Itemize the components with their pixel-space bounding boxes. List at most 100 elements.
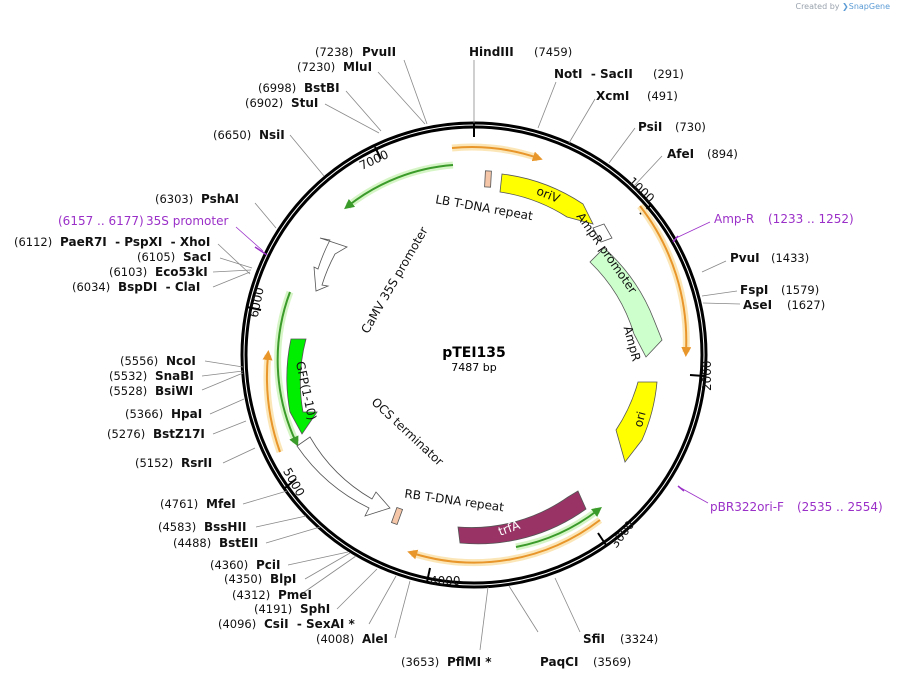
enzyme-name[interactable]: SfiI — [583, 632, 605, 646]
enzyme-name[interactable]: PaqCI — [540, 655, 578, 669]
plasmid-name: pTEI135 — [442, 345, 506, 361]
snapgene-credit: Created by ❯SnapGene — [795, 2, 890, 11]
credit-brand: SnapGene — [848, 2, 890, 11]
enzyme-pos: (4096) — [218, 617, 256, 631]
enzyme-pos: (7230) — [297, 60, 335, 74]
feature-RB[interactable] — [390, 506, 404, 526]
enzyme-pos: (5276) — [107, 427, 145, 441]
enzyme-leader-lines — [201, 59, 741, 651]
enzyme-name[interactable]: SphI — [300, 602, 330, 616]
primer-pBR-range[interactable]: (2535 .. 2554) — [797, 500, 883, 514]
enzyme-name[interactable]: PmeI — [278, 588, 312, 602]
feature-ori[interactable] — [615, 381, 658, 463]
enzyme-pos: (7238) — [315, 45, 353, 59]
enzyme-name[interactable]: AfeI — [667, 147, 694, 161]
enzyme-pos: (4583) — [158, 520, 196, 534]
enzyme-name[interactable]: PsiI — [638, 120, 662, 134]
enzyme-labels: (7238) PvuII (7230) MluI (6998) BstBI (6… — [14, 45, 825, 669]
enzyme-name[interactable]: BstEII — [219, 536, 258, 550]
primer-pBR-name[interactable]: pBR322ori-F — [710, 500, 784, 514]
feature-ori-label: ori — [631, 410, 649, 429]
enzyme-pos: (894) — [707, 147, 738, 161]
enzyme-pos: (3653) — [401, 655, 439, 669]
enzyme-pos: (491) — [647, 89, 678, 103]
enzyme-name[interactable]: PshAI — [201, 192, 239, 206]
enzyme-name[interactable]: AseI — [743, 298, 772, 312]
enzyme-name[interactable]: NcoI — [166, 354, 196, 368]
feature-AmpR-promoter-arrow[interactable] — [592, 223, 613, 243]
enzyme-pos: (5528) — [109, 384, 147, 398]
enzyme-name[interactable]: Eco53kI — [155, 265, 208, 279]
enzyme-name[interactable]: StuI — [291, 96, 318, 110]
enzyme-pos: (6034) — [72, 280, 110, 294]
enzyme-name[interactable]: HpaI — [171, 407, 202, 421]
feature-AmpR[interactable] — [589, 247, 663, 358]
enzyme-name[interactable]: PciI — [256, 558, 281, 572]
enzyme-pos: (6105) — [137, 250, 175, 264]
enzyme-pos: (7459) — [534, 45, 572, 59]
primer-35S-range[interactable]: (6157 .. 6177) — [58, 214, 144, 228]
enzyme-name[interactable]: CsiI - SexAI * — [264, 617, 355, 631]
tick-2000: 2000 — [700, 360, 714, 391]
feature-LB[interactable] — [484, 170, 492, 188]
primer-35S-name[interactable]: 35S promoter — [146, 214, 228, 228]
enzyme-name[interactable]: BstZ17I — [153, 427, 205, 441]
enzyme-pos: (4191) — [254, 602, 292, 616]
enzyme-name[interactable]: MluI — [343, 60, 372, 74]
tick-6000: 6000 — [247, 286, 267, 319]
enzyme-name[interactable]: PvuI — [730, 251, 760, 265]
enzyme-pos: (1627) — [787, 298, 825, 312]
enzyme-pos: (4350) — [224, 572, 262, 586]
orf-arcs — [262, 143, 692, 567]
feature-CaMV35S-label: CaMV 35S promoter — [358, 224, 430, 335]
enzyme-name[interactable]: FspI — [740, 283, 768, 297]
enzyme-pos: (6902) — [245, 96, 283, 110]
enzyme-name[interactable]: BspDI - ClaI — [118, 280, 200, 294]
enzyme-name[interactable]: XcmI — [596, 89, 629, 103]
enzyme-name[interactable]: BstBI — [304, 81, 340, 95]
enzyme-name[interactable]: BsiWI — [155, 384, 193, 398]
enzyme-pos: (6303) — [155, 192, 193, 206]
credit-prefix: Created by — [795, 2, 840, 11]
primer-markers — [254, 235, 685, 492]
enzyme-name[interactable]: NotI - SacII — [554, 67, 633, 81]
primer-AmpR-name[interactable]: Amp-R — [714, 212, 754, 226]
feature-GFP[interactable] — [286, 338, 318, 435]
feature-oriV[interactable] — [499, 173, 594, 225]
enzyme-pos: (1579) — [781, 283, 819, 297]
feature-RB-label: RB T-DNA repeat — [404, 487, 506, 515]
enzyme-name[interactable]: NsiI — [259, 128, 285, 142]
enzyme-name[interactable]: BlpI — [270, 572, 296, 586]
enzyme-name[interactable]: AleI — [362, 632, 388, 646]
enzyme-pos: (6103) — [109, 265, 147, 279]
tick-4000: 4000 — [430, 574, 461, 588]
enzyme-name[interactable]: PflMI * — [447, 655, 492, 669]
enzyme-pos: (3569) — [593, 655, 631, 669]
enzyme-pos: (4312) — [232, 588, 270, 602]
enzyme-pos: (5556) — [120, 354, 158, 368]
enzyme-name[interactable]: SnaBI — [155, 369, 194, 383]
enzyme-name[interactable]: RsrII — [181, 456, 212, 470]
enzyme-pos: (4488) — [173, 536, 211, 550]
feature-trfA[interactable] — [457, 490, 587, 545]
feature-AmpR-promoter-label: AmpR promoter — [574, 210, 640, 296]
enzyme-pos: (5532) — [109, 369, 147, 383]
enzyme-pos: (5366) — [125, 407, 163, 421]
enzyme-name[interactable]: SacI — [183, 250, 211, 264]
enzyme-name[interactable]: BssHII — [204, 520, 246, 534]
enzyme-pos: (4008) — [316, 632, 354, 646]
enzyme-pos: (730) — [675, 120, 706, 134]
primer-AmpR-range[interactable]: (1233 .. 1252) — [768, 212, 854, 226]
enzyme-name[interactable]: PaeR7I - PspXI - XhoI — [60, 235, 210, 249]
enzyme-name[interactable]: HindIII — [469, 45, 514, 59]
enzyme-name[interactable]: MfeI — [206, 497, 236, 511]
enzyme-pos: (4360) — [210, 558, 248, 572]
snapgene-logo-icon: ❯ — [842, 2, 849, 11]
feature-LB-label: LB T-DNA repeat — [434, 192, 534, 223]
green-orf-arcs — [274, 161, 602, 551]
feature-OCS[interactable] — [296, 436, 391, 517]
feature-CaMV35S[interactable] — [313, 237, 348, 292]
enzyme-pos: (1433) — [771, 251, 809, 265]
enzyme-name[interactable]: PvuII — [362, 45, 396, 59]
